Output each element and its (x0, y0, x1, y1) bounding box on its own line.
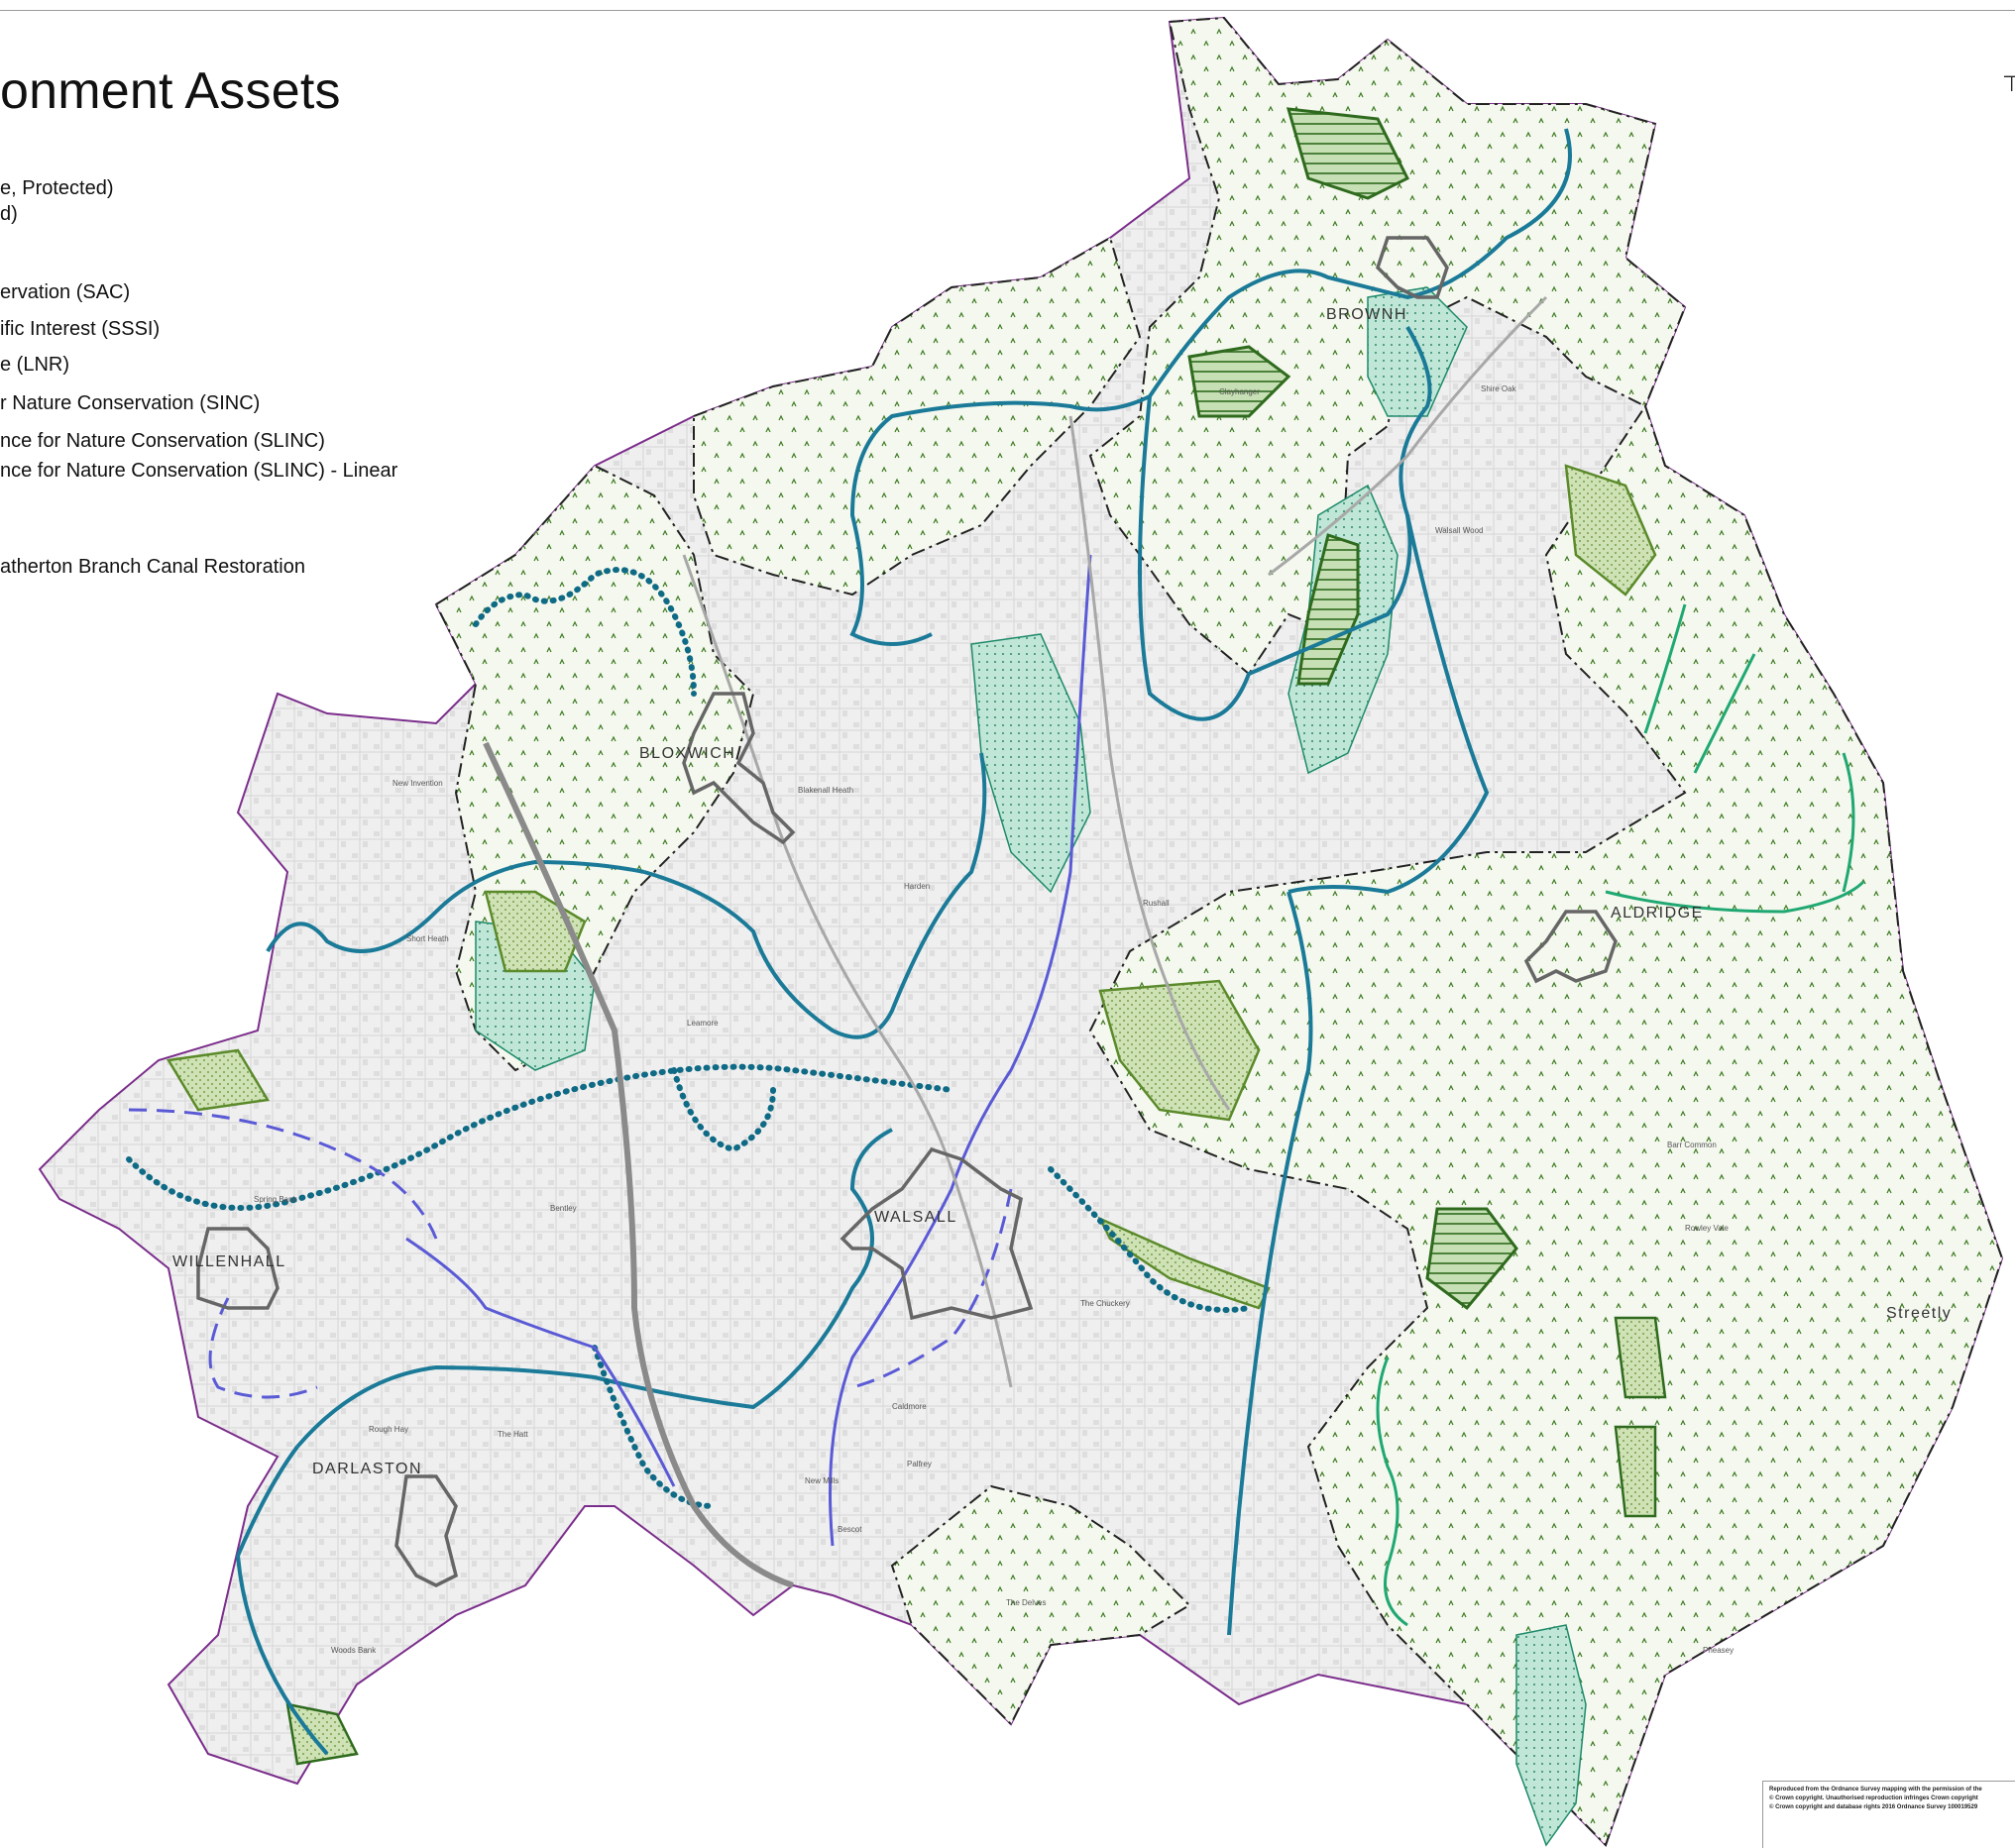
lnr-south (1515, 1624, 1587, 1847)
label-new-invention: New Invention (392, 779, 443, 788)
legend-item: d) (0, 203, 18, 225)
label-walsall: WALSALL (874, 1209, 957, 1226)
label-woods-bank: Woods Bank (331, 1646, 377, 1655)
corridor-walsall (643, 752, 987, 1039)
corridor-east (1287, 514, 1490, 895)
slinc-linear-1 (1643, 603, 1855, 893)
corridor-south (295, 1128, 893, 1449)
corridor-darlaston (236, 1445, 329, 1756)
label-harden: Harden (904, 882, 930, 891)
sinc-aldridge (1564, 464, 1657, 597)
label-pheasey: Pheasey (1703, 1646, 1734, 1655)
orientation-mark-icon: ⊤ (2002, 71, 2015, 96)
canal-restoration (128, 1108, 1013, 1399)
label-willenhall: WILLENHALL (172, 1253, 286, 1270)
legend-item: ervation (SAC) (0, 281, 131, 303)
town-centre-brownhills (1375, 236, 1449, 299)
label-leamore: Leamore (687, 1019, 719, 1028)
copyright-box: Reproduced from the Ordnance Survey mapp… (1762, 1781, 2015, 1848)
town-centre-willenhall (196, 1227, 280, 1310)
sinc-streetly (1614, 1316, 1667, 1399)
label-delves: The Delves (1006, 1598, 1046, 1607)
slinc-linear-2 (1605, 880, 1865, 914)
green-belt-southwest (890, 1484, 1191, 1726)
town-centre-darlaston (394, 1474, 459, 1587)
sinc-darlaston (285, 1702, 359, 1766)
a34-road (682, 554, 1013, 1388)
legend-item: e, Protected) (0, 177, 114, 199)
corridor-dotted-4 (473, 567, 697, 697)
label-caldmore: Caldmore (892, 1402, 927, 1411)
sinc-chuckery (1097, 1216, 1271, 1310)
label-aldridge: ALDRIDGE (1611, 905, 1704, 922)
label-rowley-vale: Rowley Vale (1685, 1224, 1729, 1233)
green-belt-east (1088, 403, 2004, 1847)
label-streetly: Streetly (1886, 1305, 1952, 1322)
sssi-clayhanger (1187, 345, 1291, 418)
label-blakenall: Blakenall Heath (798, 786, 853, 795)
label-walsall-wood: Walsall Wood (1435, 526, 1483, 535)
sinc-rushall (1098, 979, 1261, 1122)
credit-line: © Crown copyright and database rights 20… (1769, 1804, 1978, 1810)
label-chuckery: The Chuckery (1080, 1299, 1130, 1308)
label-rough-hay: Rough Hay (369, 1425, 408, 1434)
label-spring-bank: Spring Bank (254, 1195, 298, 1204)
label-brownhills: BROWNH (1326, 306, 1407, 323)
green-belt-northwest (693, 236, 1142, 597)
town-centre-bloxwich (682, 692, 796, 845)
legend-item: r Nature Conservation (SINC) (0, 392, 261, 414)
canal (405, 554, 1092, 1547)
legend-item: ific Interest (SSSI) (0, 318, 161, 340)
corridor-dotted-2 (671, 1067, 776, 1153)
town-centre-walsall (840, 1146, 1034, 1321)
label-bloxwich: BLOXWICH (639, 745, 735, 762)
label-short-heath: Short Heath (406, 934, 449, 943)
corridor-dotted-3 (1048, 1166, 1252, 1313)
label-rushall: Rushall (1143, 899, 1170, 908)
label-new-mills: New Mills (805, 1476, 839, 1485)
corridor-central-loop (1138, 325, 1432, 721)
corridor-west (266, 859, 645, 953)
sinc-shortheath (166, 1048, 271, 1112)
top-rule (0, 10, 2015, 11)
m6-motorway (483, 741, 794, 1588)
label-palfrey: Palfrey (907, 1460, 932, 1468)
credit-line: © Crown copyright. Unauthorised reproduc… (1769, 1795, 1978, 1801)
slinc-linear-3 (1376, 1357, 1408, 1627)
corridor-dotted-1 (126, 1063, 954, 1211)
label-bentley: Bentley (550, 1204, 577, 1213)
credit-line: Reproduced from the Ordnance Survey mapp… (1769, 1787, 1982, 1793)
legend-item: e (LNR) (0, 354, 70, 376)
legend-item: nce for Nature Conservation (SLINC) - Li… (0, 460, 398, 482)
label-darlaston: DARLASTON (312, 1461, 422, 1477)
sssi-south (1425, 1207, 1518, 1311)
corridor-southeast (1227, 891, 1313, 1636)
a461-road (1068, 415, 1231, 1111)
label-hatt: The Hatt (498, 1430, 528, 1439)
label-clayhanger: Clayhanger (1219, 387, 1260, 396)
label-shire-oak: Shire Oak (1481, 384, 1517, 393)
label-bescot: Bescot (838, 1525, 862, 1534)
label-barr-common: Barr Common (1667, 1141, 1717, 1149)
sinc-southeast (1614, 1425, 1657, 1518)
lnr-north (1367, 286, 1468, 417)
legend-item: nce for Nature Conservation (SLINC) (0, 430, 325, 452)
lichfield-road (1268, 295, 1548, 577)
map-title: onment Assets (0, 62, 341, 120)
legend-item: atherton Branch Canal Restoration (0, 556, 305, 578)
legend: e, Protected) d) ervation (SAC) ific Int… (0, 0, 436, 595)
town-centre-aldridge (1523, 910, 1618, 984)
sssi-north (1286, 107, 1410, 200)
